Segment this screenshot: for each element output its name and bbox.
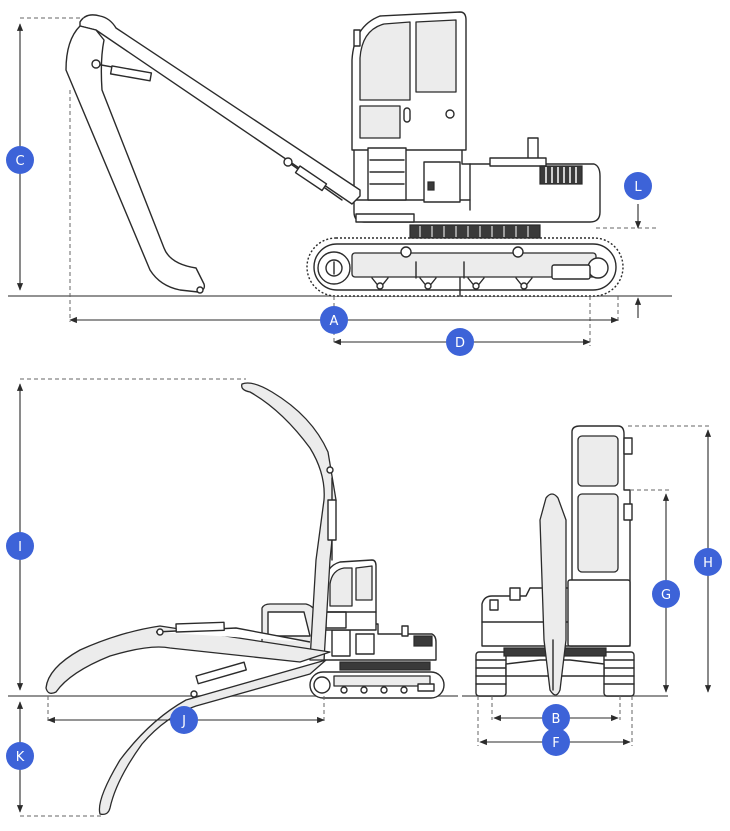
badge-c-text: C [15,154,24,169]
crawler-track-small [309,671,445,699]
badge-c: C [6,146,34,174]
front-track-left [475,651,507,697]
badge-i: I [6,532,34,560]
badge-k: K [6,742,34,770]
badge-b-text: B [552,712,561,727]
badge-h: H [694,548,722,576]
side-view-working [8,378,458,817]
badge-k-text: K [16,750,25,765]
badge-g: G [652,580,680,608]
boom-stick [65,14,361,294]
badge-d: D [446,328,474,356]
badge-j: J [170,706,198,734]
badge-a-text: A [330,314,339,329]
badge-l-text: L [634,180,642,195]
badge-f: F [542,728,570,756]
operator-cab [351,11,467,201]
badge-l: L [624,172,652,200]
badge-f-text: F [552,736,559,751]
badge-g-text: G [661,588,671,603]
badge-i-text: I [18,540,22,555]
upper-structure [353,137,601,223]
crawler-track [306,237,624,297]
front-view [462,425,712,746]
front-track-right [603,651,635,697]
badge-h-text: H [703,556,713,571]
badge-j-text: J [181,714,186,729]
badge-b: B [542,704,570,732]
badge-a: A [320,306,348,334]
badge-d-text: D [455,336,465,351]
side-view-transport [8,11,672,346]
swing-bearing [409,224,541,239]
